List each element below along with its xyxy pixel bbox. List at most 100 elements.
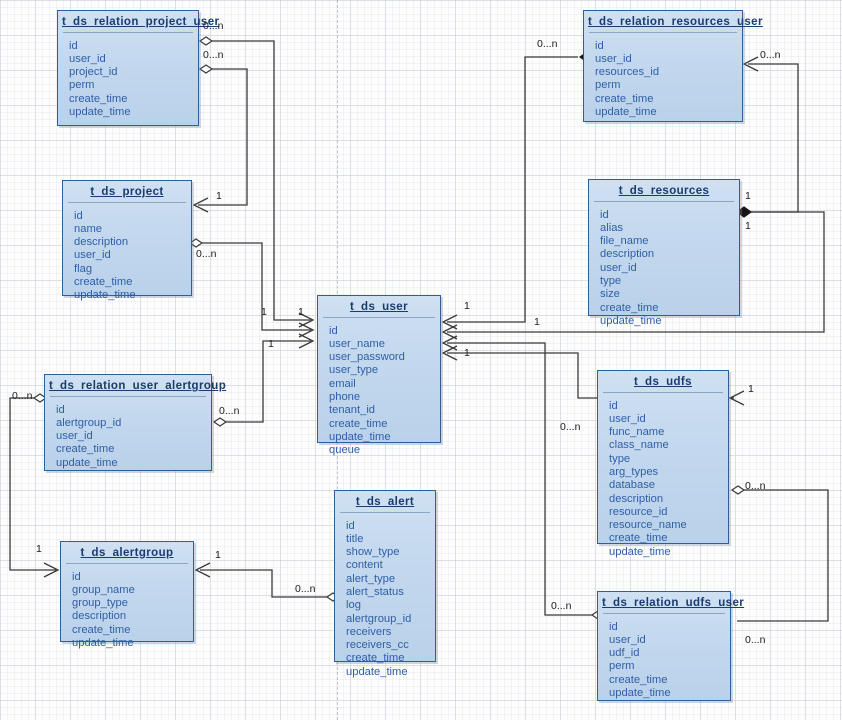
- entity-title: t_ds_alertgroup: [80, 547, 174, 559]
- field: resources_id: [595, 66, 660, 79]
- field: alert_status: [346, 586, 404, 598]
- cardinality-label: 0...n: [203, 49, 224, 61]
- entity-title: t_ds_udfs: [634, 376, 692, 388]
- cardinality-label: 0...n: [295, 583, 316, 595]
- cardinality-label: 1: [464, 300, 470, 312]
- field: create_time: [56, 443, 115, 456]
- field: id: [609, 620, 618, 633]
- entity-separator: [603, 613, 725, 614]
- field: id: [600, 208, 609, 221]
- field: flag: [74, 262, 93, 275]
- entity-t-ds-relation-udfs-user[interactable]: t_ds_relation_udfs_user id user_id udf_i…: [597, 591, 744, 701]
- entity-title: t_ds_alert: [355, 496, 415, 508]
- field: user_id: [595, 52, 632, 65]
- field: show_type: [346, 546, 400, 559]
- entity-t-ds-alert[interactable]: t_ds_alert id title show_type content al…: [334, 490, 436, 678]
- entity-t-ds-alertgroup[interactable]: t_ds_alertgroup id group_name group_type…: [60, 541, 194, 649]
- field: func_name: [609, 426, 665, 439]
- entity-t-ds-relation-project-user[interactable]: t_ds_relation_project_user id user_id pr…: [57, 10, 220, 126]
- field: size: [600, 288, 620, 301]
- cardinality-label: 0...n: [560, 421, 581, 433]
- cardinality-label: 1: [534, 316, 540, 328]
- entity-t-ds-project[interactable]: t_ds_project id name description user_id…: [62, 180, 192, 301]
- field: alertgroup_id: [56, 416, 122, 429]
- field: user_id: [609, 412, 646, 425]
- edge-alert-to-alertgroup: [194, 562, 341, 602]
- entity-separator: [594, 201, 734, 202]
- field: user_password: [329, 351, 405, 364]
- entity-field-list: id user_name user_password user_type ema…: [318, 318, 440, 464]
- entity-field-list: id name description user_id flag create_…: [63, 203, 191, 309]
- cardinality-label: 1: [36, 543, 42, 555]
- entity-field-list: id alias file_name description user_id t…: [589, 202, 739, 335]
- field: content: [346, 559, 383, 572]
- entity-title: t_ds_relation_user_alertgroup: [49, 380, 227, 392]
- field: id: [56, 403, 65, 416]
- field: receivers_cc: [346, 639, 409, 652]
- field: id: [69, 39, 78, 52]
- entity-title: t_ds_relation_resources_user: [588, 16, 763, 28]
- field: create_time: [69, 92, 128, 105]
- field: project_id: [69, 66, 118, 79]
- cardinality-label: 0...n: [760, 49, 781, 61]
- cardinality-label: 0...n: [196, 248, 217, 260]
- entity-t-ds-resources[interactable]: t_ds_resources id alias file_name descri…: [588, 179, 740, 327]
- entity-field-list: id alertgroup_id user_id create_time upd…: [45, 397, 211, 476]
- cardinality-label: 0...n: [745, 634, 766, 646]
- cardinality-label: 1: [464, 347, 470, 359]
- field: user_id: [609, 633, 646, 646]
- entity-t-ds-relation-resources-user[interactable]: t_ds_relation_resources_user id user_id …: [583, 10, 763, 122]
- entity-field-list: id title show_type content alert_type al…: [335, 513, 435, 685]
- cardinality-label: 0...n: [12, 390, 33, 402]
- cardinality-label: 0...n: [537, 38, 558, 50]
- field: resource_id: [609, 505, 668, 518]
- field: title: [346, 532, 364, 545]
- cardinality-label: 1: [745, 190, 751, 202]
- field: class_name: [609, 439, 669, 452]
- edge-relation-udfs-user-to-udfs: [730, 485, 829, 622]
- cardinality-label: 1: [298, 306, 304, 318]
- entity-separator: [603, 392, 723, 393]
- entity-t-ds-user[interactable]: t_ds_user id user_name user_password use…: [317, 295, 441, 456]
- field: user_id: [74, 249, 111, 262]
- entity-t-ds-relation-user-alertgroup[interactable]: t_ds_relation_user_alertgroup id alertgr…: [44, 374, 227, 471]
- field: create_time: [600, 301, 659, 314]
- entity-title: t_ds_project: [90, 186, 164, 198]
- field: user_id: [69, 52, 106, 65]
- field: update_time: [329, 430, 391, 443]
- field: update_time: [609, 545, 671, 558]
- cardinality-label: 0...n: [219, 405, 240, 417]
- field: arg_types: [609, 466, 659, 478]
- entity-separator: [66, 563, 188, 564]
- field: name: [74, 222, 102, 235]
- field: description: [74, 236, 129, 249]
- field: id: [329, 324, 338, 337]
- field: alert_type: [346, 572, 396, 585]
- field: id: [346, 519, 355, 532]
- field: alertgroup_id: [346, 612, 412, 625]
- field: user_type: [329, 364, 379, 377]
- field: resource_name: [609, 519, 687, 532]
- field: email: [329, 377, 356, 390]
- cardinality-label: 0...n: [203, 20, 224, 32]
- field: group_type: [72, 597, 128, 610]
- entity-field-list: id user_id func_name class_name type arg…: [598, 393, 728, 565]
- entity-t-ds-udfs[interactable]: t_ds_udfs id user_id func_name class_nam…: [597, 370, 729, 558]
- field: create_time: [609, 673, 668, 686]
- field: database: [609, 479, 656, 492]
- entity-title: t_ds_relation_project_user: [62, 16, 220, 28]
- field: log: [346, 599, 361, 612]
- field: id: [74, 209, 83, 222]
- field: create_time: [609, 532, 668, 545]
- edge-relation-udfs-user-to-user: [441, 335, 606, 620]
- edge-relation-resources-user-to-user: [441, 51, 596, 330]
- entity-separator: [50, 396, 206, 397]
- field: create_time: [329, 417, 388, 430]
- cardinality-label: 1: [216, 190, 222, 202]
- field: update_time: [69, 106, 131, 118]
- field: create_time: [72, 623, 131, 636]
- field: user_id: [600, 261, 637, 274]
- field: alias: [600, 221, 624, 234]
- field: type: [600, 275, 622, 287]
